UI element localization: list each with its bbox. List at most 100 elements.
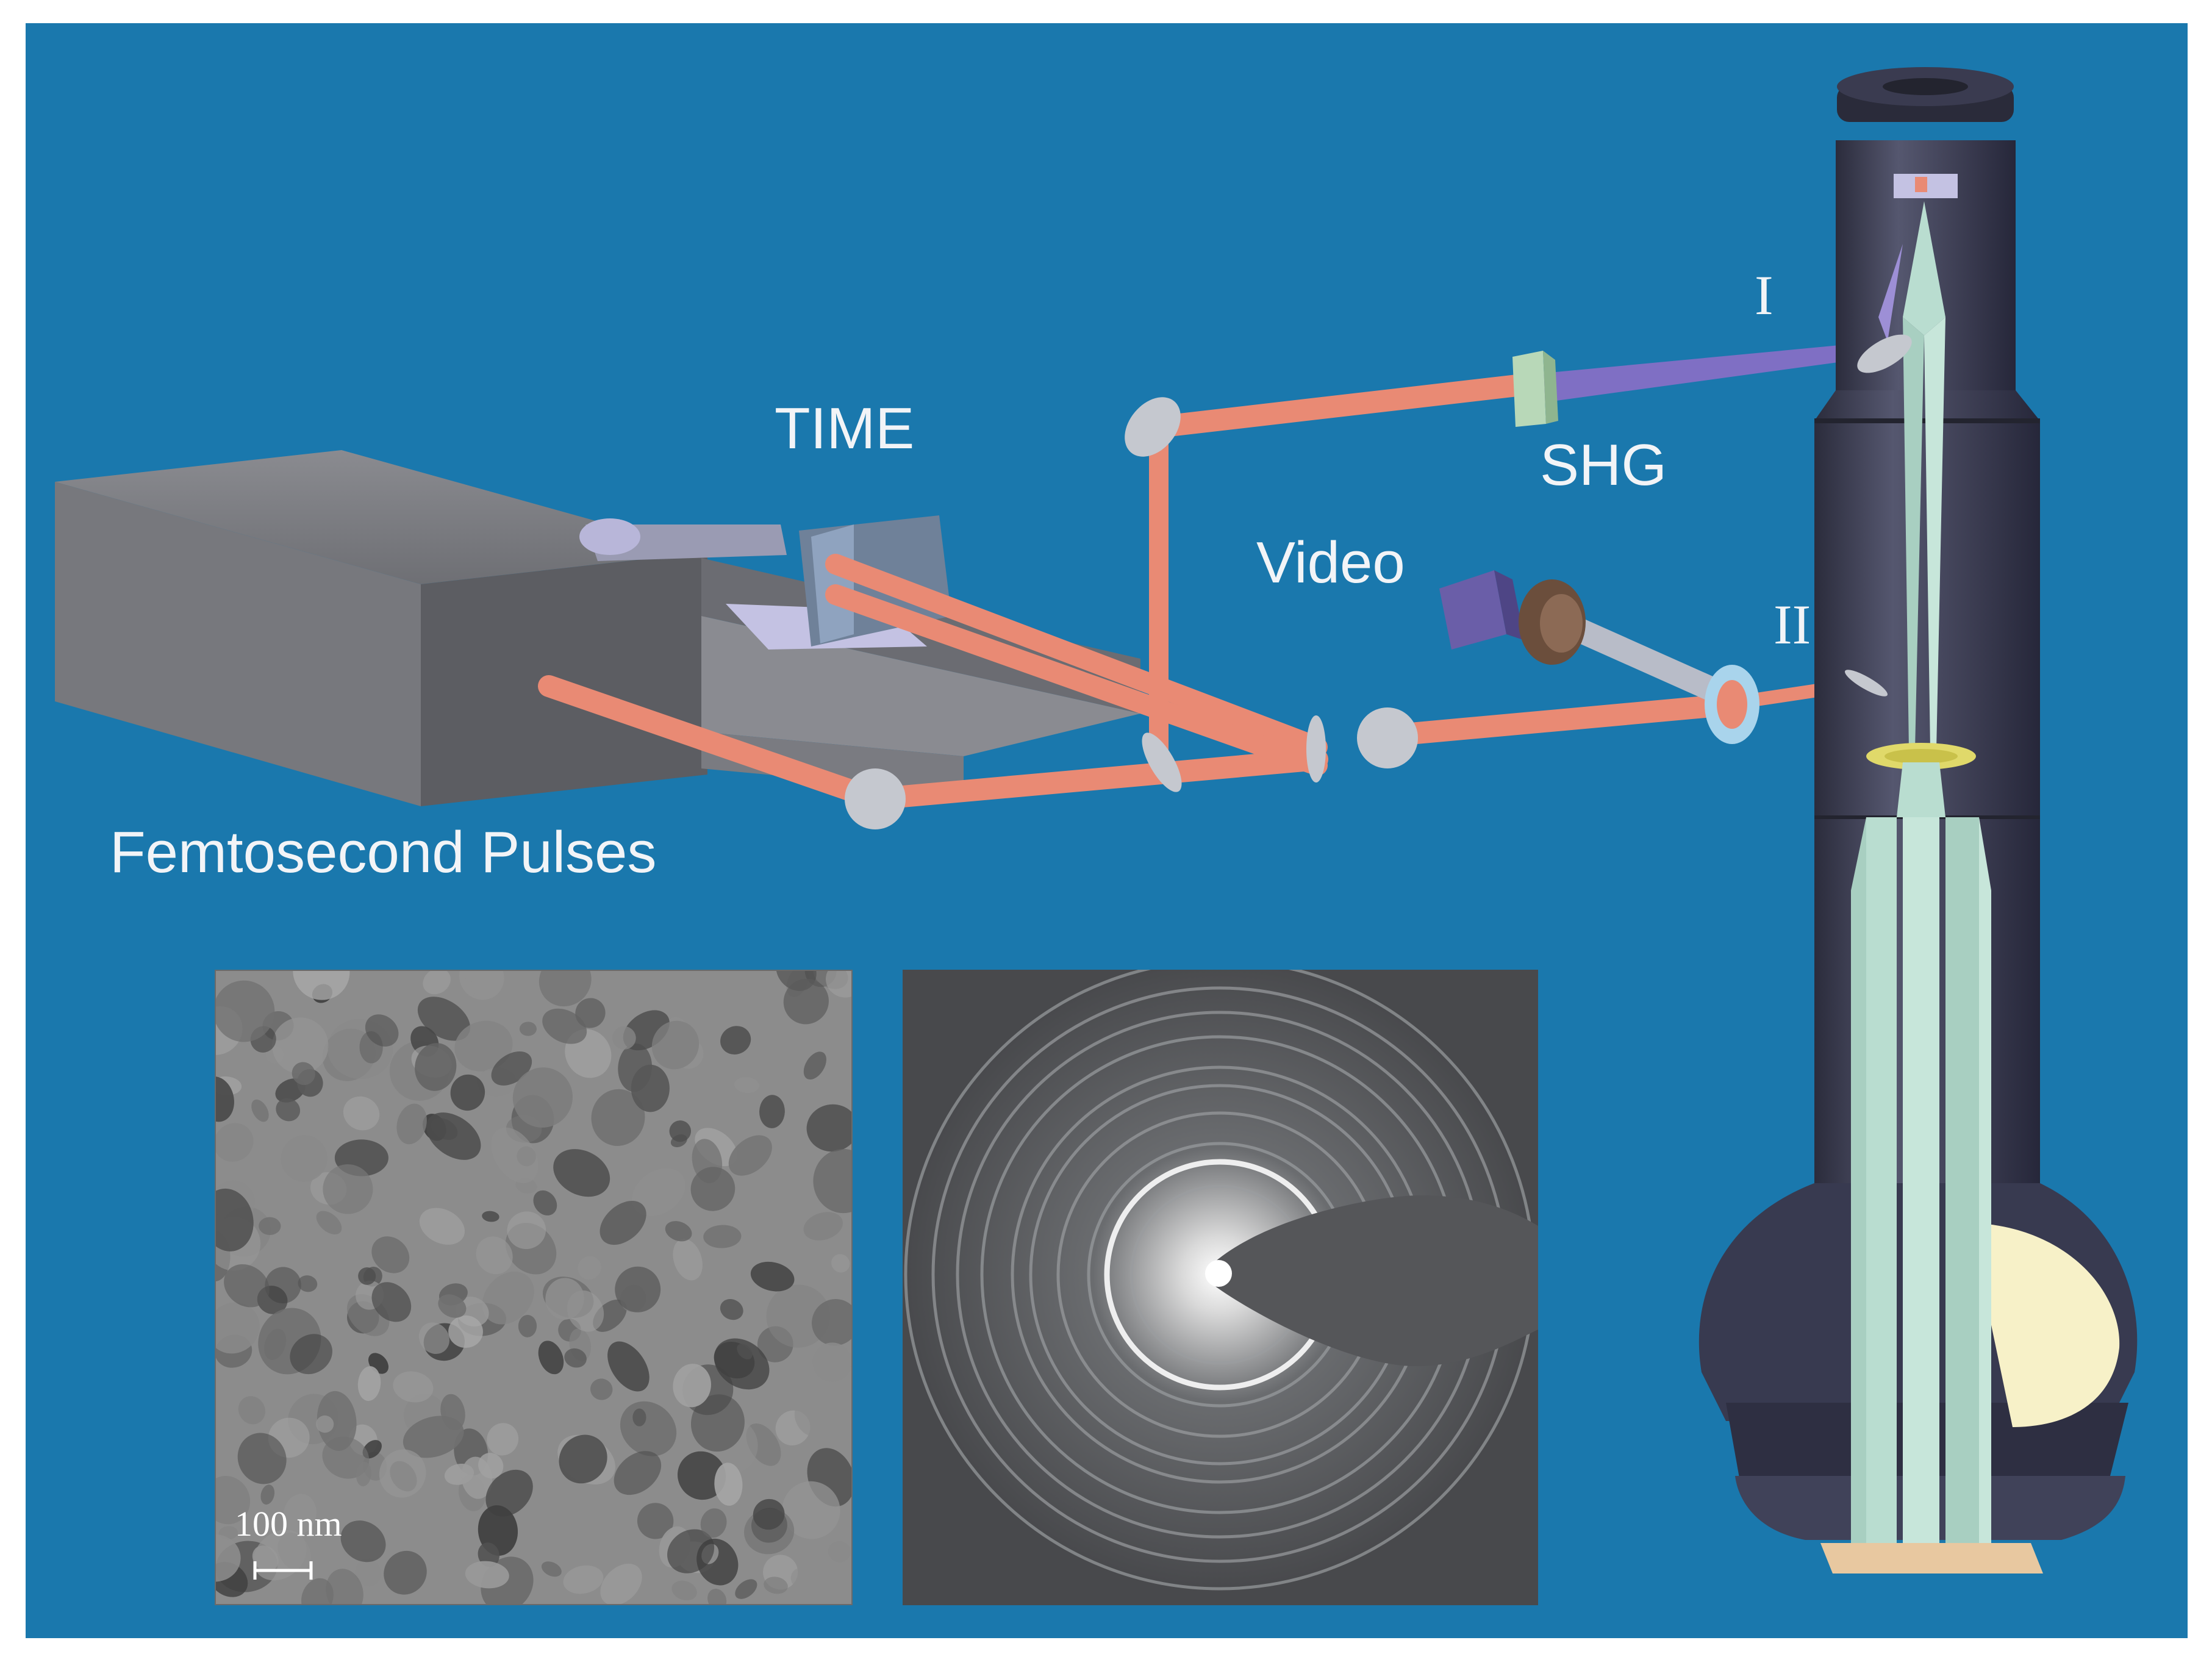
grain-texture (298, 1275, 318, 1292)
grain-texture (290, 1334, 332, 1375)
grain-texture (665, 1221, 692, 1242)
grain-texture (750, 1261, 795, 1292)
grain-texture (735, 1579, 757, 1599)
grain-texture (538, 1341, 564, 1375)
micrograph-image (215, 970, 853, 1605)
grain-texture (326, 1569, 363, 1605)
grain-texture (794, 1400, 826, 1437)
uv-beam (1543, 342, 1878, 403)
scale-bar (253, 1561, 313, 1580)
grain-texture (607, 1341, 650, 1392)
grain-texture (482, 1211, 499, 1222)
grain-texture (753, 1498, 785, 1530)
grain-texture (545, 1278, 584, 1320)
grain-texture (379, 1449, 426, 1498)
grain-texture (224, 1264, 270, 1308)
grain-texture (259, 1217, 281, 1235)
label-time: TIME (775, 396, 914, 461)
grain-texture (612, 1026, 636, 1050)
grain-texture (272, 1017, 329, 1074)
grain-texture (783, 978, 829, 1025)
video-camera (1439, 570, 1744, 711)
label-scale-bar: 100 nm (235, 1504, 342, 1544)
laser-source-box (55, 450, 707, 806)
grain-texture (358, 1267, 376, 1285)
grain-texture (803, 1051, 826, 1080)
grain-texture (465, 1561, 509, 1589)
grain-texture (671, 1580, 697, 1601)
grain-texture (340, 1520, 386, 1563)
grain-texture (700, 1508, 727, 1538)
grain-texture (438, 1294, 467, 1318)
grain-texture (673, 1364, 711, 1408)
grain-texture (215, 1123, 254, 1162)
grain-texture (651, 1020, 700, 1070)
grain-texture (459, 970, 504, 1000)
grain-texture (419, 1208, 465, 1245)
grain-texture (632, 1168, 685, 1217)
grain-texture (600, 1200, 646, 1245)
grain-texture (301, 1578, 334, 1605)
grain-texture (533, 1190, 557, 1215)
grain-texture (703, 1225, 742, 1248)
grain-texture (806, 1104, 853, 1152)
grain-texture (215, 1076, 234, 1122)
grain-texture (316, 1415, 334, 1433)
grain-texture (728, 1135, 772, 1176)
grain-texture (357, 1366, 381, 1402)
grain-texture (620, 1401, 677, 1456)
grain-texture (803, 1212, 843, 1240)
grain-texture (542, 1008, 587, 1044)
grain-texture (487, 1423, 519, 1456)
grain-texture (790, 1567, 812, 1589)
grain-texture (356, 1462, 371, 1487)
grain-texture (631, 1064, 670, 1112)
grain-texture (418, 1322, 449, 1354)
grain-texture (614, 1451, 662, 1495)
grain-texture (590, 1378, 613, 1400)
grain-texture (277, 1533, 311, 1571)
grain-texture (379, 1176, 406, 1202)
delay-stage (579, 515, 1140, 793)
grain-texture (575, 998, 606, 1028)
grain-texture (812, 1342, 852, 1382)
grain-texture (215, 1302, 260, 1354)
grain-texture (403, 1416, 464, 1458)
grain-texture (316, 1211, 342, 1234)
label-shg: SHG (1540, 432, 1667, 498)
label-video: Video (1256, 530, 1405, 595)
grain-texture (764, 1577, 788, 1594)
grain-texture (355, 1558, 381, 1587)
laser-beams (538, 373, 1908, 810)
grain-texture (507, 1211, 546, 1250)
grain-texture (276, 1098, 301, 1122)
grain-texture (519, 1022, 537, 1036)
electron-beam-path (1820, 174, 2043, 1573)
grain-texture (734, 1077, 759, 1094)
grain-texture (393, 1371, 434, 1403)
grain-texture (215, 980, 275, 1042)
grain-texture (293, 970, 350, 1000)
grain-texture (415, 1043, 457, 1091)
grain-texture (670, 1134, 687, 1148)
grain-texture (283, 1494, 317, 1534)
grain-texture (476, 1236, 513, 1275)
grain-texture (615, 1266, 661, 1312)
grain-texture (667, 1529, 715, 1573)
grain-texture (720, 1026, 751, 1055)
grain-texture (238, 1396, 265, 1425)
grain-texture (720, 1299, 743, 1320)
grain-texture (637, 1503, 674, 1539)
grain-texture (539, 970, 592, 1007)
grain-texture (450, 1074, 485, 1111)
grain-texture (482, 1272, 534, 1325)
diffraction-pattern-image (903, 970, 1538, 1605)
grain-texture (491, 1127, 539, 1183)
grain-texture (454, 1020, 513, 1072)
grain-texture (260, 1484, 275, 1505)
grain-texture (426, 1112, 481, 1160)
mirrors (845, 397, 1759, 829)
grain-texture (541, 1561, 562, 1577)
